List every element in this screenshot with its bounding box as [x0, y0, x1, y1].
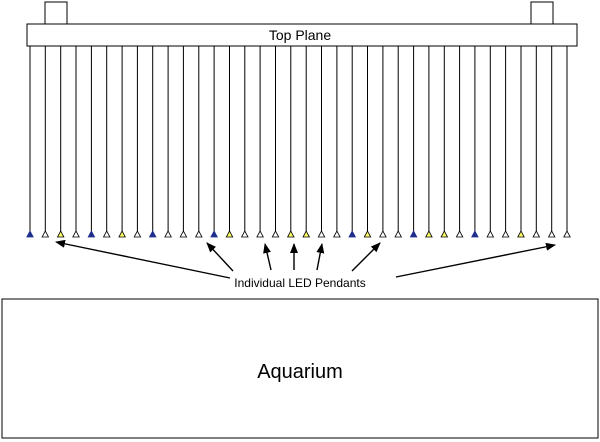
led-pendant-white [240, 230, 249, 238]
led-pendant-yellow [286, 230, 295, 238]
led-pendants [26, 46, 571, 238]
arrow-center-left [263, 243, 272, 271]
led-pendant-white [271, 230, 280, 238]
led-pendant-white [133, 230, 142, 238]
led-pendant-yellow [56, 230, 65, 238]
led-pendant-white [547, 230, 556, 238]
pendant-arrows [55, 239, 556, 279]
left-mount-block [44, 1, 68, 25]
led-pendant-white [179, 230, 188, 238]
led-pendant-white [102, 230, 111, 238]
arrow-center-right [316, 243, 325, 271]
led-pendant-white [317, 230, 326, 238]
led-pendant-white [194, 230, 203, 238]
led-pendant-white [72, 230, 80, 238]
arrow-left [206, 242, 234, 272]
led-pendant-yellow [425, 230, 433, 238]
arrow-right [351, 242, 381, 272]
led-pendant-white [333, 230, 341, 238]
led-pendant-blue [148, 230, 157, 238]
top-plane [26, 23, 578, 47]
led-pendant-white [41, 230, 50, 238]
led-pendant-blue [87, 230, 96, 238]
aquarium [1, 298, 599, 439]
led-pendant-yellow [118, 230, 126, 238]
led-pendant-white [563, 230, 571, 238]
led-pendant-blue [471, 230, 479, 238]
led-pendant-white [164, 230, 172, 238]
aquarium-label: Aquarium [257, 361, 343, 383]
led-pendant-white [379, 230, 387, 238]
led-pendant-blue [348, 230, 357, 238]
led-pendant-white [486, 230, 495, 238]
led-pendant-blue [210, 230, 218, 238]
led-pendant-white [256, 230, 264, 238]
led-pendant-blue [26, 230, 34, 238]
right-mount-block [530, 1, 554, 25]
pendants-label: Individual LED Pendants [234, 276, 365, 290]
led-pendant-yellow [225, 230, 234, 238]
led-pendant-blue [409, 230, 418, 238]
led-pendant-white [501, 230, 510, 238]
led-pendant-yellow [302, 230, 311, 238]
arrow-far-left [55, 239, 231, 279]
top-plane-label: Top Plane [269, 27, 331, 43]
led-pendant-yellow [363, 230, 372, 238]
led-pendant-yellow [440, 230, 449, 238]
led-pendant-white [394, 230, 403, 238]
led-pendant-white [455, 230, 464, 238]
led-pendant-yellow [517, 230, 525, 238]
led-pendant-white [532, 230, 541, 238]
arrow-far-right [395, 242, 556, 278]
